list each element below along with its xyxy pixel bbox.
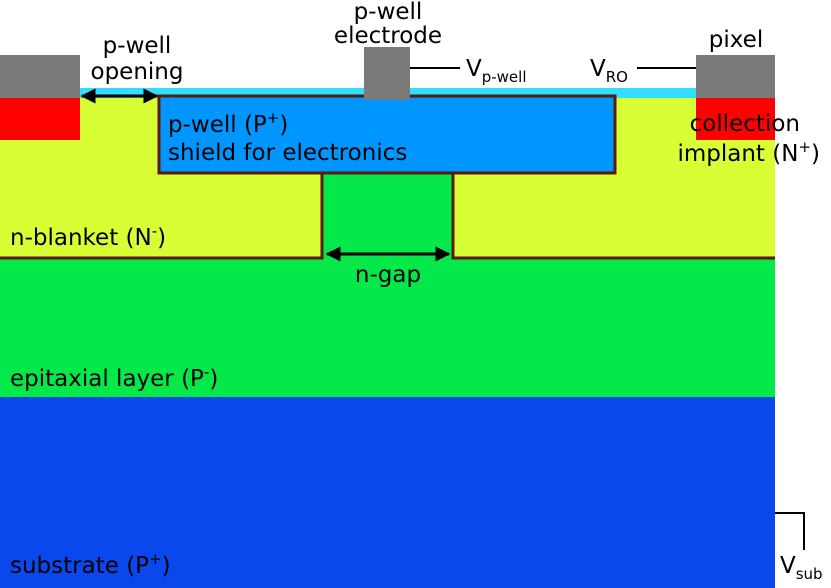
- collection-implant-left: [0, 98, 80, 140]
- substrate-label: substrate (P+): [10, 550, 171, 579]
- p-well-region: [157, 94, 617, 175]
- n-gap-label: n-gap: [355, 262, 421, 288]
- pixel-electrode-left: [0, 55, 80, 98]
- p-well-opening-label-line1: p-well: [103, 33, 172, 59]
- n-blanket-label: n-blanket (N-): [10, 222, 166, 251]
- p-well-region-label: p-well (P+): [168, 109, 288, 138]
- p-well-opening-label-line2: opening: [91, 59, 184, 85]
- pixel-electrode-right: [696, 55, 775, 98]
- p-well-electrode-label-line1: p-well: [354, 0, 423, 25]
- collection-implant-label-line2: implant (N+): [677, 138, 820, 167]
- substrate-layer: [0, 397, 775, 588]
- epitaxial-layer-label: epitaxial layer (P-): [10, 363, 218, 392]
- pixel-label: pixel: [709, 27, 763, 53]
- v-sub-label: Vsub: [780, 553, 823, 583]
- v-p-well-label: Vp-well: [466, 56, 527, 86]
- collection-implant-label-line1: collection: [690, 111, 800, 137]
- p-well-electrode-label-line2: electrode: [334, 23, 442, 49]
- shield-label: shield for electronics: [168, 140, 407, 166]
- v-ro-label: VRO: [590, 56, 628, 86]
- v-sub-wire: [775, 512, 805, 550]
- p-well-electrode: [364, 47, 410, 100]
- collection-implant-right: [696, 98, 775, 140]
- n-blanket-boundary: [0, 172, 775, 260]
